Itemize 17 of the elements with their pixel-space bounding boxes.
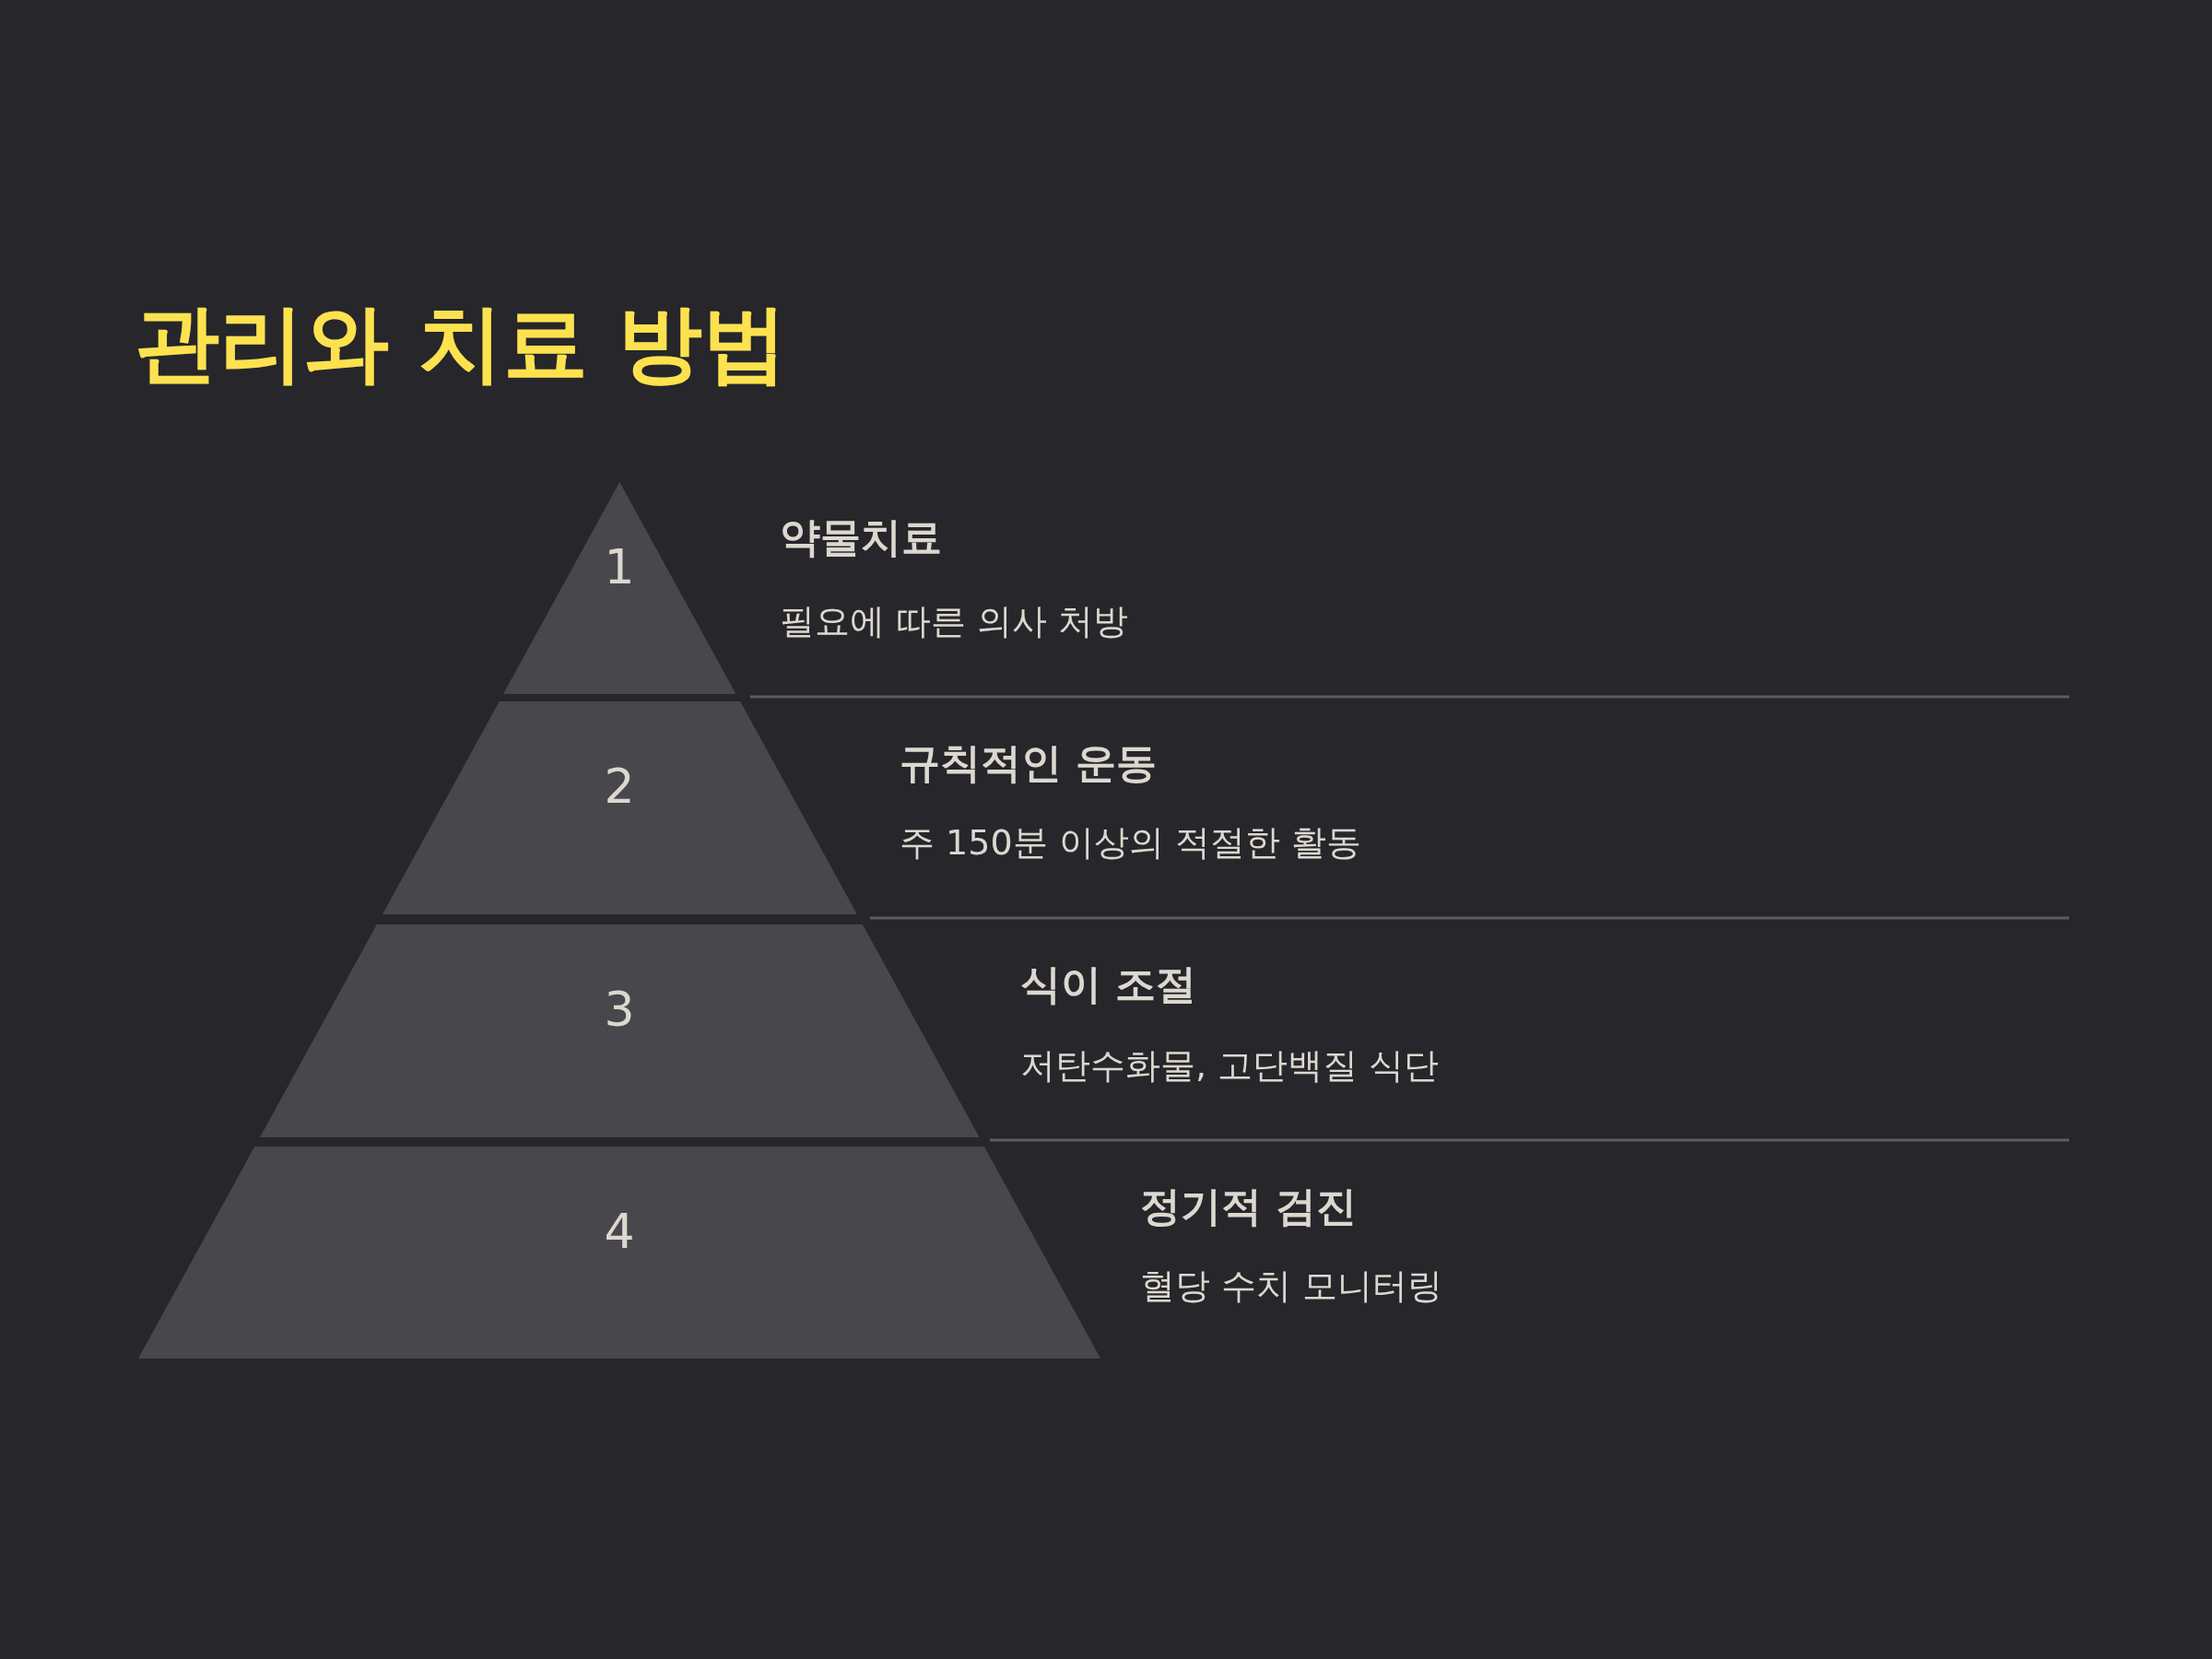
tier-heading: 식이 조절 (1020, 959, 1197, 1009)
pyramid-tier (502, 482, 736, 694)
tier-number: 2 (604, 762, 635, 811)
tier-number: 4 (604, 1207, 635, 1255)
tier-description: 필요에 따른 의사 처방 (780, 601, 1129, 643)
tier-heading: 약물치료 (780, 512, 942, 562)
pyramid-tier (382, 701, 857, 914)
tier-description: 혈당 수치 모니터링 (1140, 1265, 1443, 1308)
pyramid-tier (259, 924, 980, 1137)
tier-heading: 규칙적인 운동 (900, 738, 1158, 788)
pyramid-tier (137, 1147, 1101, 1359)
tier-description: 주 150분 이상의 적절한 활동 (900, 822, 1361, 865)
title: 관리와 치료 방법 (135, 293, 788, 394)
tier-number: 3 (604, 985, 635, 1034)
tier-description: 저탄수화물, 고단백질 식단 (1020, 1045, 1440, 1088)
tier-heading: 정기적 검진 (1140, 1182, 1358, 1231)
tier-number: 1 (604, 543, 635, 591)
